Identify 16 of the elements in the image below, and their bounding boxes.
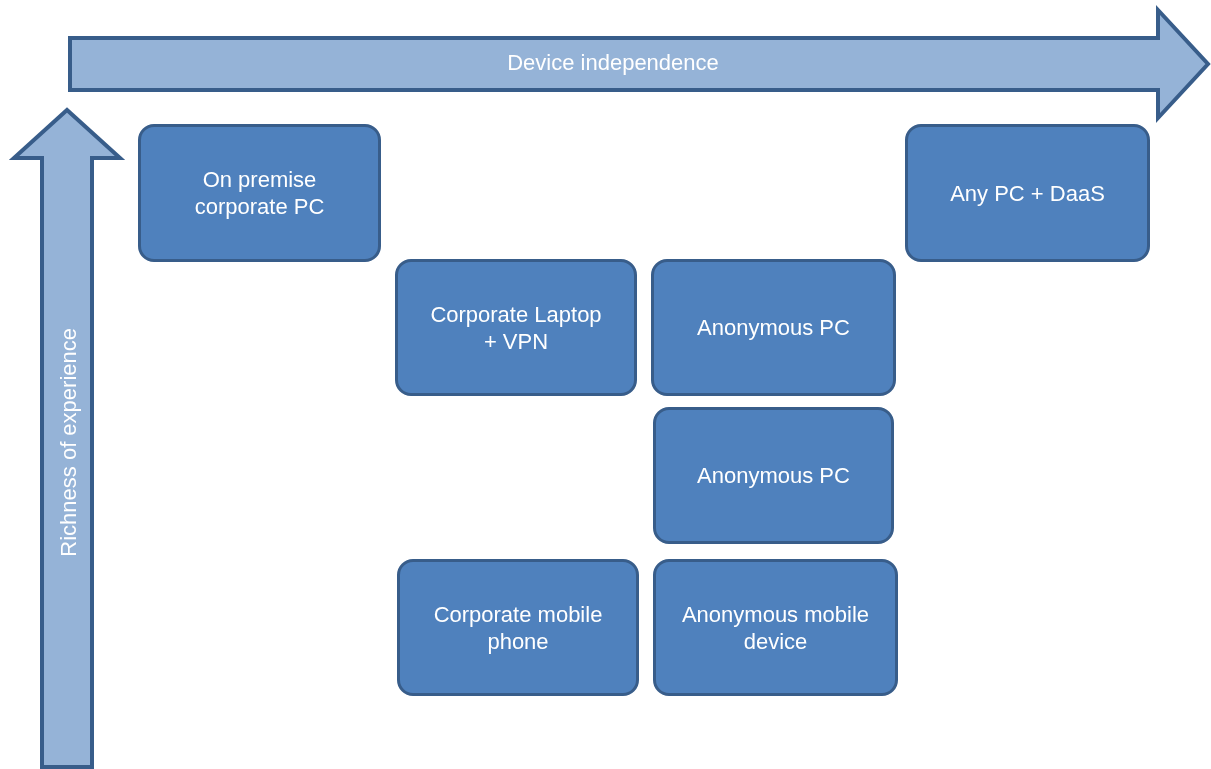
rounded-box [651,259,896,396]
rounded-box [653,559,898,696]
box-label: Any PC + DaaS [950,179,1105,207]
axis-label: Richness of experience [56,328,82,557]
rounded-box [395,259,637,396]
axis-label: Device independence [506,50,720,76]
rounded-box [138,124,381,262]
rounded-box [397,559,639,696]
box-label: Corporate Laptop + VPN [429,300,603,355]
box-label: Anonymous mobile device [680,600,871,655]
rounded-box [653,407,894,544]
box-label: Anonymous PC [697,314,850,341]
rounded-box [905,124,1150,262]
box-label: On premise corporate PC [193,166,326,220]
box-label: Corporate mobile phone [432,600,604,655]
box-label: Anonymous PC [697,462,850,489]
